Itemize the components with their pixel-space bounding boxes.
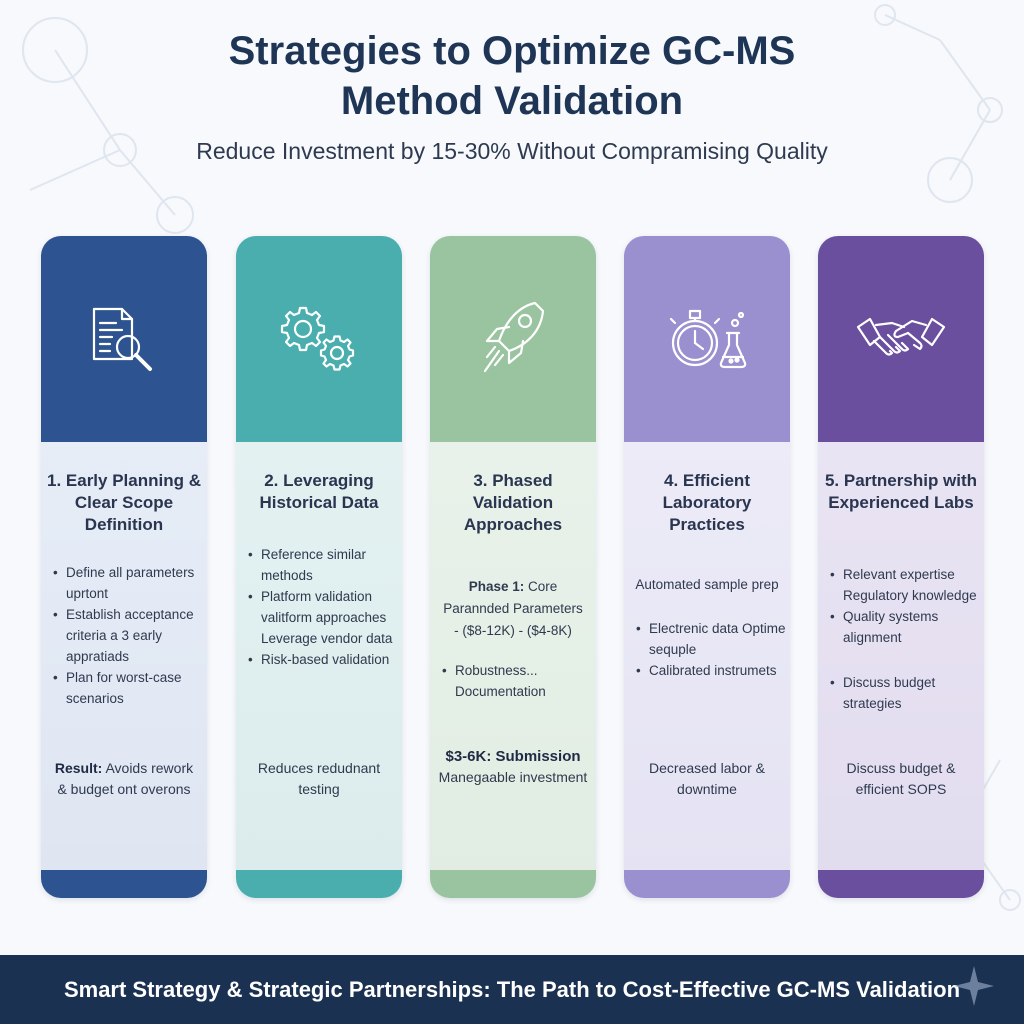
phase-cost-line: - ($8-12K) - ($4-8K) (454, 623, 572, 638)
result-text: Reduces redudnant testing (244, 758, 394, 800)
document-search-icon (88, 303, 160, 375)
list-item: Plan for worst-case scenarios (41, 667, 207, 709)
result-value: Manegaable investment (438, 769, 588, 785)
card-body: 5. Partnership with Experienced Labs Rel… (818, 442, 984, 870)
footer-text: Smart Strategy & Strategic Partnerships:… (63, 976, 961, 1002)
card-body: 2. Leveraging Historical Data Reference … (236, 442, 402, 870)
intro-line: Automated sample prep (635, 577, 779, 592)
phase-1-line: Phase 1: Core (434, 576, 592, 597)
bullet-list: Relevant expertise Regulatory knowledge … (818, 564, 984, 714)
list-item: Electrenic data Optime sequple (624, 618, 790, 660)
result-text: $3-6K: Submission Manegaable investment (438, 746, 588, 788)
stopwatch-flask-icon (665, 303, 749, 375)
gears-icon (277, 303, 361, 375)
result-text: Result: Avoids rework & budget ont overo… (49, 758, 199, 800)
result-value: Reduces redudnant testing (257, 760, 381, 797)
phase-parameters-line: Parannded Parameters (443, 601, 583, 616)
card-header (236, 236, 402, 442)
list-item: Discuss budget strategies (818, 672, 984, 714)
card-title: 3. Phased Validation Approaches (463, 471, 563, 534)
bullet-list: Define all parameters uprtont Establish … (41, 562, 207, 709)
bullet-list: Electrenic data Optime sequple Calibrate… (624, 618, 790, 681)
handshake-icon (856, 309, 946, 369)
result-text: Decreased labor & downtime (632, 758, 782, 800)
card-footer-band (430, 870, 596, 898)
result-value: Discuss budget & efficient SOPS (846, 760, 956, 797)
sparkle-icon (954, 966, 994, 1006)
list-item: Risk-based validation (236, 649, 402, 670)
rocket-icon (477, 297, 549, 381)
card-footer-band (41, 870, 207, 898)
list-item: Platform validation valitform approaches… (236, 586, 402, 649)
card-footer-band (236, 870, 402, 898)
bullet-list: Reference similar methods Platform valid… (236, 544, 402, 670)
card-body: 1. Early Planning & Clear Scope Definiti… (41, 442, 207, 870)
page-subtitle: Reduce Investment by 15-30% Without Comp… (196, 138, 828, 164)
card-body: 4. Efficient Laboratory Practices Automa… (624, 442, 790, 870)
card-title: 4. Efficient Laboratory Practices (662, 471, 752, 534)
result-text: Discuss budget & efficient SOPS (826, 758, 976, 800)
page-title: Strategies to Optimize GC-MS Method Vali… (228, 29, 796, 123)
list-item: Establish acceptance criteria a 3 early … (41, 604, 207, 667)
card-title: 2. Leveraging Historical Data (259, 471, 379, 512)
card-header (41, 236, 207, 442)
strategy-card-phased-validation: 3. Phased Validation Approaches Phase 1:… (430, 236, 596, 898)
result-label: Result: (54, 760, 103, 776)
card-header (624, 236, 790, 442)
list-item: Calibrated instrumets (624, 660, 790, 681)
strategy-card-historical-data: 2. Leveraging Historical Data Reference … (236, 236, 402, 898)
bullet-list: Robustness... Documentation (430, 660, 596, 702)
strategy-card-partnership: 5. Partnership with Experienced Labs Rel… (818, 236, 984, 898)
strategy-card-early-planning: 1. Early Planning & Clear Scope Definiti… (41, 236, 207, 898)
list-item: Reference similar methods (236, 544, 402, 586)
result-value: Decreased labor & downtime (649, 760, 765, 797)
strategy-card-lab-practices: 4. Efficient Laboratory Practices Automa… (624, 236, 790, 898)
card-header (430, 236, 596, 442)
card-title: 1. Early Planning & Clear Scope Definiti… (47, 471, 201, 534)
card-header (818, 236, 984, 442)
phase-label: Phase 1: (468, 579, 525, 594)
card-footer-band (818, 870, 984, 898)
card-title: 5. Partnership with Experienced Labs (824, 471, 978, 512)
phase-text: Core (528, 579, 558, 594)
result-label: $3-6K: Submission (445, 748, 581, 765)
list-item: Robustness... Documentation (430, 660, 596, 702)
card-footer-band (624, 870, 790, 898)
footer-banner: Smart Strategy & Strategic Partnerships:… (0, 955, 1024, 1024)
card-body: 3. Phased Validation Approaches Phase 1:… (430, 442, 596, 870)
result-value: Avoids rework & budget ont overons (57, 760, 194, 797)
list-item: Relevant expertise Regulatory knowledge (818, 564, 984, 606)
list-item: Quality systems alignment (818, 606, 984, 648)
list-item: Define all parameters uprtont (41, 562, 207, 604)
